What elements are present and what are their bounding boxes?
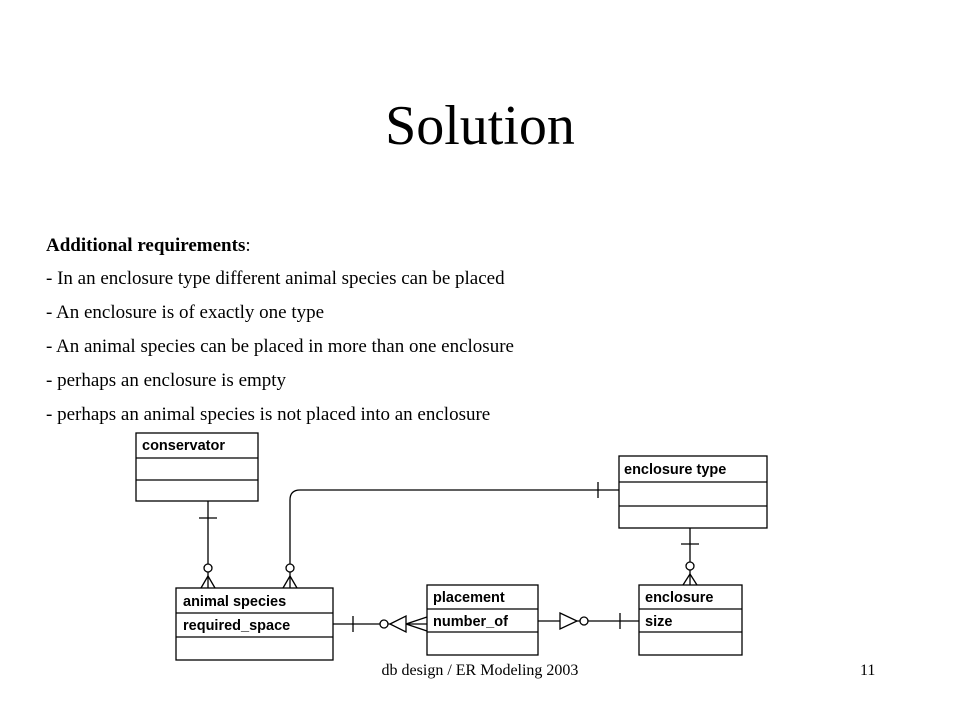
relationship-enclosure-type-enclosure [681,528,699,586]
requirement-item: - perhaps an enclosure is empty [46,370,287,391]
requirements-heading-label: Additional requirements [46,235,246,256]
entity-placement-attribute: number_of [433,614,508,630]
requirements-heading: Additional requirements: [46,230,926,262]
footer-text: db design / ER Modeling 2003 [381,662,579,679]
requirements-list: - In an enclosure type different animal … [46,262,926,432]
requirement-item: - An animal species can be placed in mor… [46,336,514,357]
entity-enclosure [638,584,743,656]
entity-conservator-name: conservator [142,438,225,454]
slide-title: Solution [385,95,575,157]
entity-animal-species-attribute: required_space [183,618,290,634]
relationship-placement-enclosure [538,611,639,631]
entity-placement [426,584,539,656]
requirement-item: - An enclosure is of exactly one type [46,302,325,323]
entity-conservator [135,432,259,502]
entity-enclosure-name: enclosure [645,590,714,606]
relationship-conservator-animal-species [199,501,217,589]
page-number: 11 [860,662,876,679]
requirement-item: - In an enclosure type different animal … [46,268,505,289]
entity-enclosure-type-name: enclosure type [624,462,726,478]
relationship-enclosure-type-animal-species [282,482,619,589]
requirements-block: Additional requirements: - In an enclosu… [46,230,926,432]
entity-animal-species [175,587,334,661]
requirement-item: - perhaps an animal species is not place… [46,404,491,425]
relationship-animal-species-placement [333,614,428,634]
entity-placement-name: placement [433,590,505,606]
entity-enclosure-attribute: size [645,614,672,630]
entity-enclosure-type [618,455,768,529]
requirements-heading-colon: : [245,235,251,256]
entity-animal-species-name: animal species [183,594,286,610]
